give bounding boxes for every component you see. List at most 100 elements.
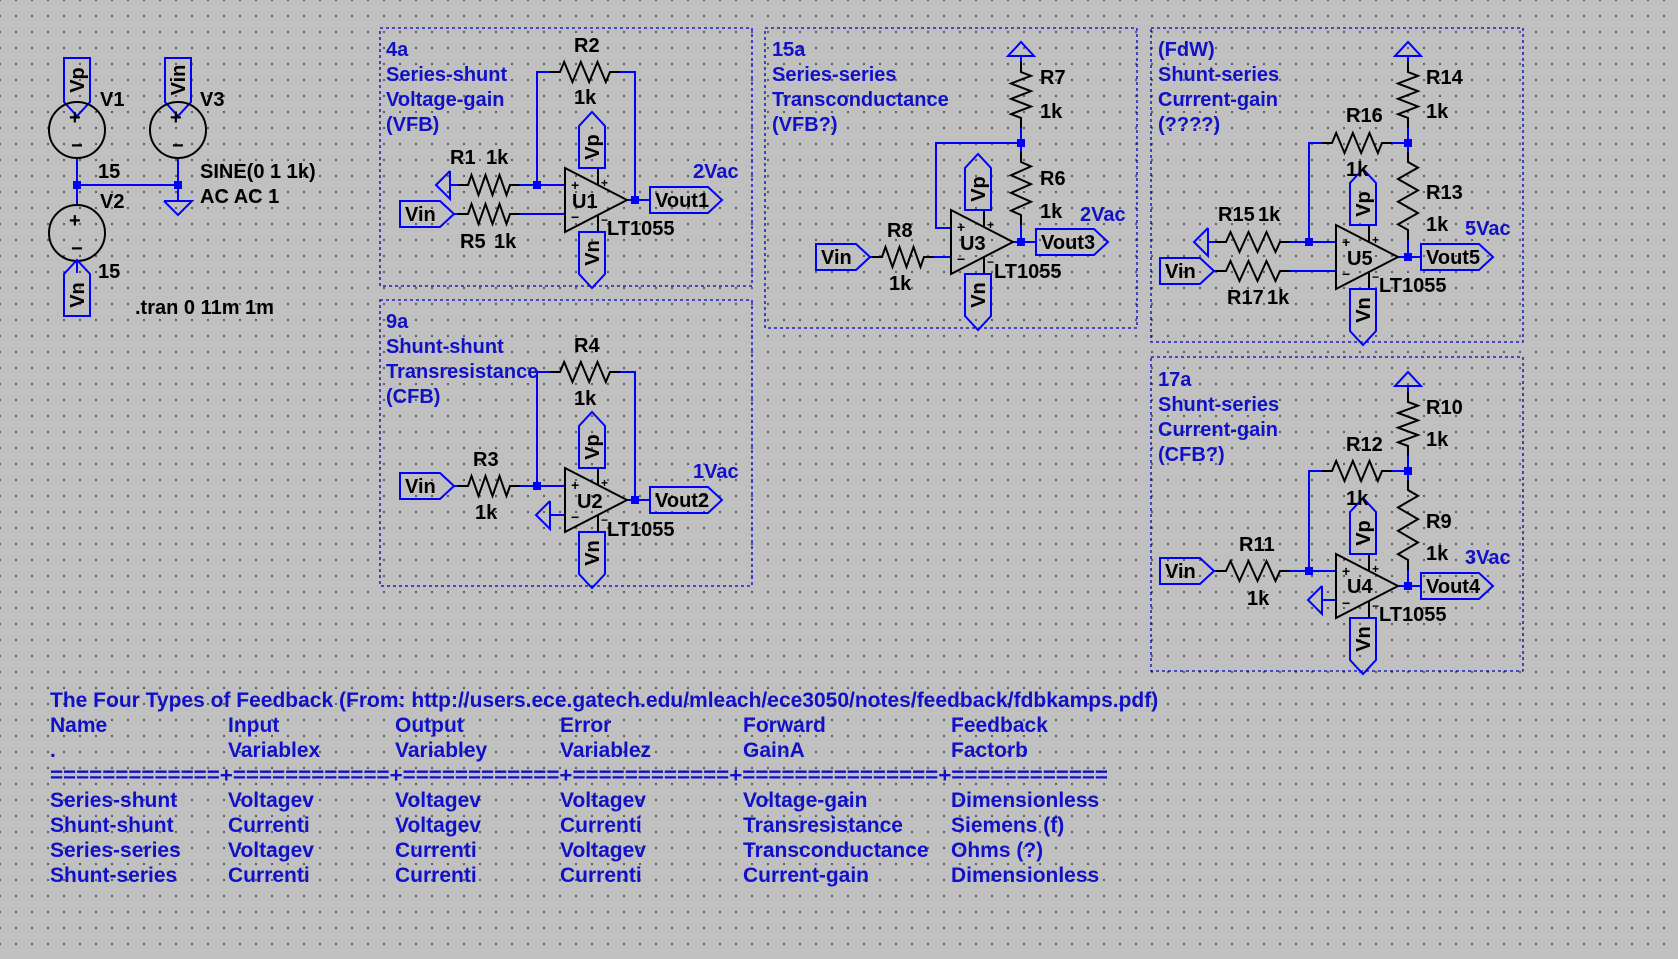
net-label-text: Vn (1353, 626, 1375, 652)
opamp-plus-sign: + (957, 219, 965, 235)
source-minus: − (71, 135, 83, 157)
opamp-name: U1 (572, 191, 598, 213)
opamp-supply-minus: − (1372, 270, 1379, 284)
table-separator: =============+============+============+… (50, 764, 1108, 787)
resistor-r2 (550, 59, 620, 85)
block-title-line: Shunt-series (1158, 64, 1279, 86)
source-plus: + (170, 107, 182, 129)
resistor-name: R15 (1218, 204, 1255, 226)
resistor-value: 1k (1346, 159, 1369, 181)
resistor-r17 (1216, 258, 1290, 284)
source-value: 15 (98, 161, 120, 183)
opamp-minus-sign: − (571, 209, 579, 225)
resistor-r11 (1216, 558, 1290, 584)
net-label-vertical (63, 258, 91, 317)
ground-symbol (534, 500, 551, 532)
source-value: SINE(0 1 1k) (200, 161, 316, 183)
resistor-value: 1k (1426, 429, 1449, 451)
junction-dot (631, 496, 639, 504)
resistor-name: R16 (1346, 105, 1383, 127)
table-title: The Four Types of Feedback (From: http:/… (50, 689, 1158, 712)
net-label-vertical (1349, 288, 1377, 347)
resistor-name: R3 (473, 449, 499, 471)
wire (1308, 470, 1322, 571)
opamp-supply-plus: + (987, 218, 994, 232)
resistor-value: 1k (1426, 214, 1449, 236)
net-label-text: Vp (1353, 191, 1375, 217)
resistor-r5 (458, 200, 520, 228)
opamp-supply-plus: + (1372, 562, 1379, 576)
source-name: V2 (100, 191, 124, 213)
supply-arrow (1005, 40, 1037, 57)
net-label-text: Vin (405, 476, 436, 498)
voltage-source (149, 101, 207, 159)
block-title-line: 4a (386, 39, 409, 61)
net-label-vertical (63, 57, 91, 118)
net-label-text: Vn (1353, 297, 1375, 323)
table-cell: Currenti (228, 814, 310, 837)
opamp-symbol (564, 166, 630, 234)
opamp-model: LT1055 (607, 519, 674, 541)
net-label-text: Vn (582, 240, 604, 266)
opamp-minus-sign: − (1342, 266, 1350, 282)
block-title-line: Transconductance (772, 89, 949, 111)
wire (536, 371, 550, 486)
opamp-plus-sign: + (571, 177, 579, 193)
table-cell: Dimensionless (951, 864, 1099, 887)
table-cell: Voltagev (560, 839, 646, 862)
opamp-supply-minus: − (1372, 599, 1379, 613)
junction-dot (533, 181, 541, 189)
block-title-line: 15a (772, 39, 806, 61)
opamp-minus-sign: − (957, 251, 965, 267)
resistor-r10 (1395, 392, 1421, 456)
resistor-r7 (1008, 62, 1034, 128)
source-plus: + (69, 107, 81, 129)
resistor-r1 (458, 171, 520, 199)
net-label-text: Vin (821, 247, 852, 269)
ac-result: 2Vac (693, 161, 739, 183)
block-title-line: Series-series (772, 64, 897, 86)
opamp-minus-sign: − (1342, 595, 1350, 611)
block-title-line: (VFB?) (772, 114, 838, 136)
resistor-name: R10 (1426, 397, 1463, 419)
table-cell: Series-shunt (50, 789, 177, 812)
opamp-supply-plus: + (601, 476, 608, 490)
table-header: Factorb (951, 739, 1028, 762)
table-header: Variablez (560, 739, 651, 762)
source-minus: − (172, 135, 184, 157)
supply-arrow (1392, 370, 1424, 387)
net-label-vertical (1349, 496, 1377, 555)
resistor-value: 1k (1426, 101, 1449, 123)
opamp-model: LT1055 (1379, 604, 1446, 626)
resistor-value: 1k (574, 87, 597, 109)
net-label-vertical (578, 231, 606, 290)
block-frame (379, 299, 753, 587)
table-cell: Ohms (?) (951, 839, 1043, 862)
table-header: Feedback (951, 714, 1048, 737)
net-label-text: Vn (67, 282, 89, 308)
resistor-name: R8 (887, 220, 913, 242)
wire (1308, 142, 1322, 242)
block-title-line: 9a (386, 311, 409, 333)
resistor-value: 1k (889, 273, 912, 295)
table-cell: Voltagev (560, 789, 646, 812)
block-frame (1150, 356, 1524, 672)
block-title-line: (CFB) (386, 386, 440, 408)
resistor-r16 (1322, 130, 1392, 156)
opamp-supply-plus: + (1372, 233, 1379, 247)
opamp-symbol (1335, 552, 1401, 620)
block-title-line: Shunt-shunt (386, 336, 504, 358)
resistor-name: R12 (1346, 434, 1383, 456)
resistor-r15 (1216, 229, 1290, 255)
net-label-in (399, 472, 456, 500)
table-cell: Dimensionless (951, 789, 1099, 812)
net-label-in (399, 200, 456, 228)
wires (73, 27, 1524, 672)
resistor-name: R4 (574, 335, 600, 357)
resistor-value: 1k (1247, 588, 1270, 610)
block-title-line: Transresistance (386, 361, 538, 383)
table-header: Error (560, 714, 611, 737)
net-label-text: Vp (67, 67, 89, 93)
opamp-supply-plus: + (601, 176, 608, 190)
